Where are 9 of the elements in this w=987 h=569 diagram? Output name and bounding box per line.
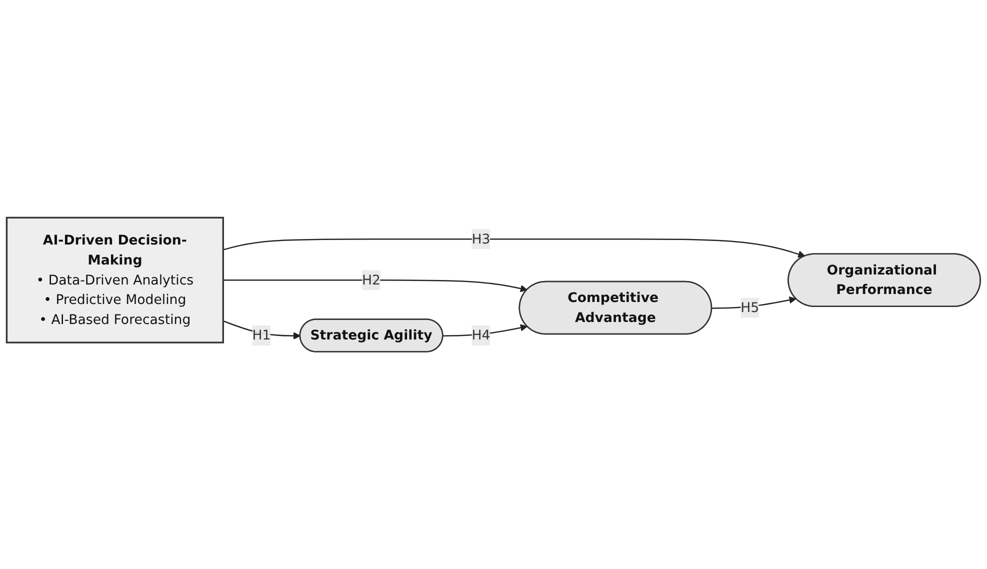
- edge-label: H2: [362, 272, 381, 288]
- edge-label: H3: [472, 230, 490, 246]
- arrow: [222, 320, 301, 340]
- arrow: [223, 279, 528, 292]
- edge-label: H5: [740, 299, 760, 316]
- edge-label: H4: [472, 326, 490, 343]
- edge-label: H1: [252, 326, 271, 343]
- node-box: AI-Driven Decision-Making • Data-Driven Analytics • Predictive Modeling • AI-Based Forecasting: [6, 216, 224, 344]
- arrow: [222, 238, 806, 258]
